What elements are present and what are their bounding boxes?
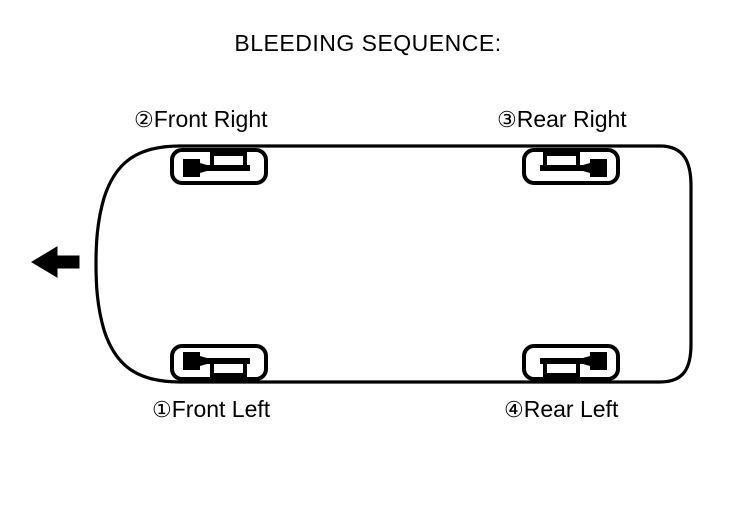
caliper-front-left	[170, 344, 268, 381]
bleeder-block	[183, 159, 207, 177]
bleeder-block	[583, 159, 607, 177]
caliper-rear-right	[522, 148, 620, 185]
sequence-badge-3: ③	[497, 106, 517, 132]
caliper-body	[543, 360, 580, 377]
wheel-label-text: Front Right	[153, 106, 268, 132]
caliper-body	[543, 152, 580, 169]
wheel-label-front-left: ① Front Left	[152, 398, 270, 421]
bleeder-block	[583, 352, 607, 370]
wheel-label-text: Rear Left	[523, 396, 619, 422]
sequence-badge-1: ①	[152, 396, 172, 422]
wheel-label-text: Front Left	[171, 396, 271, 422]
wheel-label-rear-right: ③ Rear Right	[497, 108, 627, 131]
sequence-badge-2: ②	[134, 106, 154, 132]
sequence-badge-4: ④	[504, 396, 524, 422]
caliper-body	[210, 152, 247, 169]
wheel-label-front-right: ② Front Right	[134, 108, 268, 131]
caliper-rear-left	[522, 344, 620, 381]
wheel-label-text: Rear Right	[516, 106, 627, 132]
page-title: BLEEDING SEQUENCE:	[234, 30, 502, 56]
bleeder-block	[183, 352, 207, 370]
wheel-label-rear-left: ④ Rear Left	[504, 398, 618, 421]
left-arrow-icon	[31, 246, 80, 278]
vehicle-body-outline	[94, 144, 693, 384]
caliper-body	[210, 360, 247, 377]
caliper-front-right	[170, 148, 268, 185]
